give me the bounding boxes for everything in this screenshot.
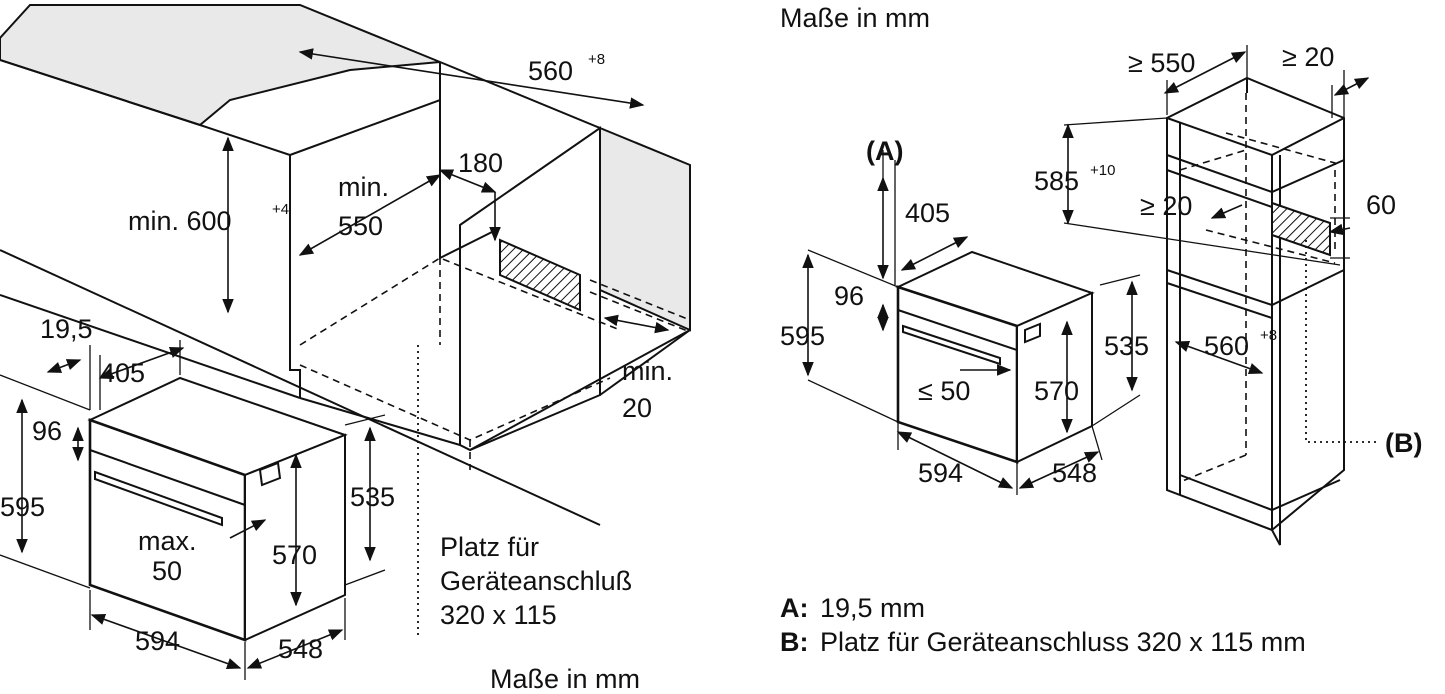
body-height-label: 535 — [350, 482, 395, 512]
left-units-label: Maße in mm — [490, 664, 640, 694]
right-niche-width-label: 560 — [1204, 331, 1249, 361]
side-gap-label: ≥ 20 — [1282, 42, 1334, 72]
min-depth-label-1: min. — [338, 172, 389, 202]
right-handle-drop-label: 96 — [834, 281, 864, 311]
min-height-tol: +4 — [272, 201, 289, 218]
niche-width-label: 560 — [528, 56, 573, 86]
right-units-label: Maße in mm — [780, 3, 930, 33]
width-label: 594 — [135, 626, 180, 656]
niche-height-label: 585 — [1034, 166, 1079, 196]
right-body-height-label: 535 — [1104, 331, 1149, 361]
oven-right-handle — [902, 324, 1001, 366]
marker-a: (A) — [866, 136, 903, 166]
cabinet-side-left — [199, 124, 301, 398]
legend-a-key: A: — [780, 593, 809, 623]
right-inner-height-label: 570 — [1034, 376, 1079, 406]
oven-left-handle — [94, 470, 223, 527]
countertop — [0, 4, 441, 127]
legend-b-text: Platz für Geräteanschluss 320 x 115 mm — [820, 627, 1306, 657]
niche-height-tol: +10 — [1090, 162, 1115, 179]
panel-a-label: 19,5 — [40, 314, 93, 344]
max-label-2: 50 — [152, 556, 182, 586]
conn-note-3: 320 x 115 — [440, 600, 557, 630]
right-le-50-label: ≤ 50 — [918, 376, 970, 406]
legend-a-text: 19,5 mm — [820, 593, 925, 623]
right-total-height-label: 595 — [780, 321, 825, 351]
legend-b-key: B: — [780, 627, 809, 657]
cab-depth-label: ≥ 550 — [1128, 48, 1195, 78]
right-installation-drawing: Maße in mm (A) 405 96 595 ≤ 50 570 535 5… — [780, 3, 1422, 657]
conn-note-1: Platz für — [440, 532, 539, 562]
inner-height-label: 570 — [272, 540, 317, 570]
back-wall — [599, 126, 691, 332]
right-depth-label: 548 — [1052, 458, 1097, 488]
vent-height-label: 60 — [1366, 190, 1396, 220]
total-height-label: 595 — [0, 492, 45, 522]
right-front-depth-label: 405 — [905, 198, 950, 228]
max-label-1: max. — [138, 526, 197, 556]
min-gap-label-2: 20 — [622, 393, 652, 423]
vent-box — [1271, 201, 1331, 257]
conn-offset-label: 180 — [458, 148, 503, 178]
min-height-label: min. 600 — [128, 206, 232, 236]
tall-cabinet-front — [1166, 76, 1345, 532]
min-gap-label-1: min. — [622, 356, 673, 386]
front-depth-label: 405 — [100, 358, 145, 388]
depth-label: 548 — [278, 634, 323, 664]
right-niche-width-tol: +8 — [1260, 327, 1277, 344]
min-depth-label-2: 550 — [338, 211, 383, 241]
vent-gap-label: ≥ 20 — [1140, 191, 1192, 221]
marker-b: (B) — [1385, 428, 1422, 458]
right-width-label: 594 — [918, 458, 963, 488]
connection-box — [499, 238, 581, 312]
niche-width-tol: +8 — [588, 51, 605, 68]
handle-drop-label: 96 — [32, 416, 62, 446]
conn-note-2: Geräteanschluß — [440, 566, 632, 596]
left-installation-drawing: 560 +8 min. 600 +4 min. 550 180 min. 20 … — [0, 4, 691, 694]
